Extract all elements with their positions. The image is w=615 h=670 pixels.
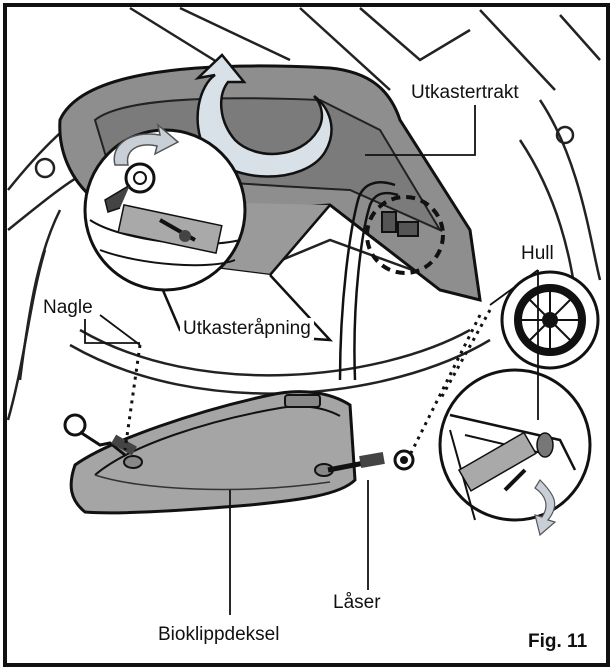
mulching-cover — [69, 390, 357, 515]
dotted-guides — [123, 309, 492, 456]
label-utkasteraapning: Utkasteråpning — [180, 318, 314, 340]
pin-detail-inset — [83, 128, 247, 292]
label-bioklippdeksel: Bioklippdeksel — [155, 624, 283, 646]
connector — [381, 211, 419, 237]
figure-caption: Fig. 11 — [528, 631, 588, 652]
cable — [338, 181, 399, 381]
label-utkastertrakt: Utkastertrakt — [408, 82, 522, 104]
connector-highlight — [365, 195, 445, 275]
pin-with-chain — [63, 413, 137, 457]
hole-detail-inset — [438, 368, 592, 537]
label-nagle: Nagle — [40, 297, 96, 319]
wheel-icon — [500, 270, 600, 370]
leader-lines — [84, 105, 539, 615]
label-hull: Hull — [518, 243, 557, 265]
label-laaser: Låser — [330, 592, 384, 614]
curved-arrow-icon — [194, 53, 333, 178]
lock-pin — [327, 449, 415, 473]
rotate-left-arrow-icon — [113, 123, 180, 166]
